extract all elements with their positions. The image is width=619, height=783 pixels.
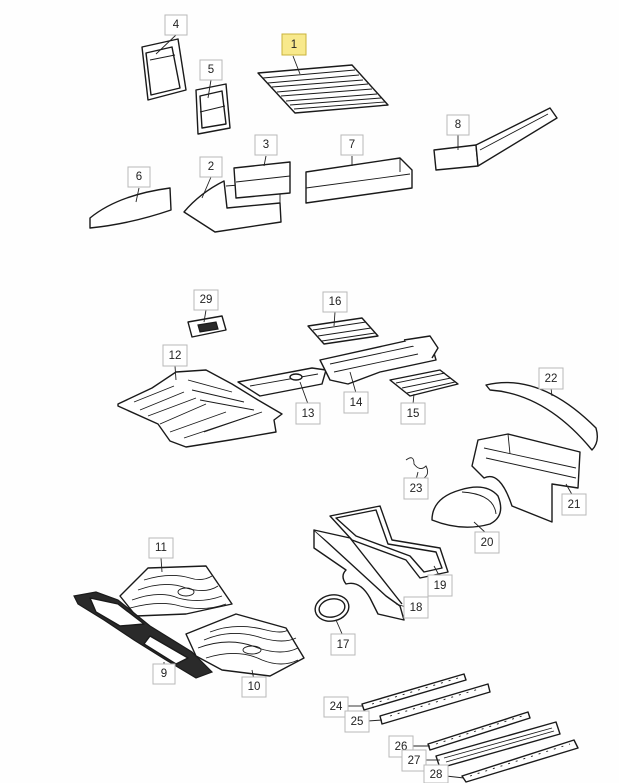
part-18-panel[interactable] bbox=[313, 529, 405, 621]
part-6-pad[interactable] bbox=[89, 187, 172, 229]
callout-8-label: 8 bbox=[455, 119, 461, 131]
callout-12[interactable]: 12 bbox=[162, 344, 188, 367]
callout-28-label: 28 bbox=[430, 769, 443, 781]
part-20-cover[interactable] bbox=[431, 486, 502, 528]
callout-15[interactable]: 15 bbox=[400, 402, 426, 425]
callout-25-label: 25 bbox=[351, 716, 364, 728]
callout-15-label: 15 bbox=[407, 408, 420, 420]
part-17-pad[interactable] bbox=[313, 592, 352, 625]
callout-18[interactable]: 18 bbox=[403, 596, 429, 619]
callout-10[interactable]: 10 bbox=[241, 676, 267, 698]
callout-21[interactable]: 21 bbox=[561, 493, 587, 516]
callout-4[interactable]: 4 bbox=[164, 14, 188, 36]
callout-27[interactable]: 27 bbox=[401, 749, 427, 772]
callout-16[interactable]: 16 bbox=[322, 291, 348, 313]
callout-28[interactable]: 28 bbox=[423, 764, 449, 783]
callout-9-label: 9 bbox=[161, 668, 167, 680]
part-16-mat[interactable] bbox=[307, 317, 379, 345]
callout-18-label: 18 bbox=[410, 602, 423, 614]
part-23-clip[interactable] bbox=[405, 457, 429, 479]
part-21-liner[interactable] bbox=[471, 433, 581, 523]
callout-3-label: 3 bbox=[263, 139, 269, 151]
callout-1[interactable]: 1 bbox=[281, 33, 307, 56]
part-3-pad[interactable] bbox=[233, 161, 291, 199]
callout-20[interactable]: 20 bbox=[474, 531, 500, 554]
callout-4-label: 4 bbox=[173, 19, 180, 31]
part-10-mat[interactable] bbox=[185, 613, 305, 677]
part-28-strip[interactable] bbox=[461, 739, 579, 783]
callout-12-label: 12 bbox=[169, 350, 182, 362]
callout-20-label: 20 bbox=[481, 537, 494, 549]
callout-5[interactable]: 5 bbox=[199, 59, 223, 81]
callout-25[interactable]: 25 bbox=[344, 710, 370, 733]
callout-22[interactable]: 22 bbox=[538, 367, 564, 390]
callout-13[interactable]: 13 bbox=[295, 402, 321, 425]
callout-7-label: 7 bbox=[349, 139, 355, 151]
part-22-strip[interactable] bbox=[485, 381, 599, 451]
callout-24-label: 24 bbox=[330, 701, 343, 713]
callout-1-label: 1 bbox=[291, 39, 297, 51]
callout-19[interactable]: 19 bbox=[427, 574, 453, 597]
callout-3[interactable]: 3 bbox=[254, 134, 278, 156]
callout-23-label: 23 bbox=[410, 483, 423, 495]
part-12-floor-mat[interactable] bbox=[117, 369, 283, 448]
part-29-clip[interactable] bbox=[187, 315, 227, 338]
callout-24[interactable]: 24 bbox=[323, 696, 349, 718]
callout-19-label: 19 bbox=[434, 580, 447, 592]
part-1-mat[interactable] bbox=[257, 64, 389, 114]
callout-14[interactable]: 14 bbox=[343, 391, 369, 414]
part-8-wedge[interactable] bbox=[433, 107, 558, 171]
part-24-strip[interactable] bbox=[361, 673, 467, 711]
callout-6-label: 6 bbox=[136, 171, 142, 183]
part-5-trim[interactable] bbox=[195, 83, 231, 135]
part-14-tunnel[interactable] bbox=[319, 335, 439, 385]
callout-8[interactable]: 8 bbox=[446, 114, 470, 136]
callout-2[interactable]: 2 bbox=[199, 156, 223, 178]
callout-16-label: 16 bbox=[329, 296, 342, 308]
callout-27-label: 27 bbox=[408, 755, 421, 767]
callout-11-label: 11 bbox=[155, 542, 167, 554]
callout-21-label: 21 bbox=[568, 499, 581, 511]
part-4-trim[interactable] bbox=[141, 38, 187, 101]
part-9-insulation[interactable] bbox=[73, 591, 214, 679]
part-7-pad[interactable] bbox=[305, 157, 413, 204]
callout-10-label: 10 bbox=[248, 681, 261, 693]
part-27-strip[interactable] bbox=[435, 721, 561, 769]
part-26-strip[interactable] bbox=[427, 711, 531, 751]
callout-9[interactable]: 9 bbox=[152, 663, 176, 685]
callout-17[interactable]: 17 bbox=[330, 633, 356, 656]
part-19-seal[interactable] bbox=[329, 505, 449, 579]
callout-5-label: 5 bbox=[208, 64, 214, 76]
callout-11[interactable]: 11 bbox=[148, 537, 174, 559]
callout-29-label: 29 bbox=[200, 294, 213, 306]
part-11-mat[interactable] bbox=[119, 565, 233, 617]
callout-17-label: 17 bbox=[337, 639, 350, 651]
callout-14-label: 14 bbox=[350, 397, 363, 409]
callout-6[interactable]: 6 bbox=[127, 166, 151, 188]
callout-22-label: 22 bbox=[545, 373, 558, 385]
part-15-mat[interactable] bbox=[389, 369, 459, 397]
callout-7[interactable]: 7 bbox=[340, 134, 364, 156]
callout-1-box bbox=[281, 33, 307, 56]
part-13-tunnel[interactable] bbox=[237, 367, 327, 397]
callout-29[interactable]: 29 bbox=[193, 289, 219, 311]
callout-13-label: 13 bbox=[302, 408, 315, 420]
callout-2-label: 2 bbox=[208, 161, 214, 173]
part-25-strip[interactable] bbox=[379, 683, 491, 725]
callout-23[interactable]: 23 bbox=[403, 477, 429, 500]
